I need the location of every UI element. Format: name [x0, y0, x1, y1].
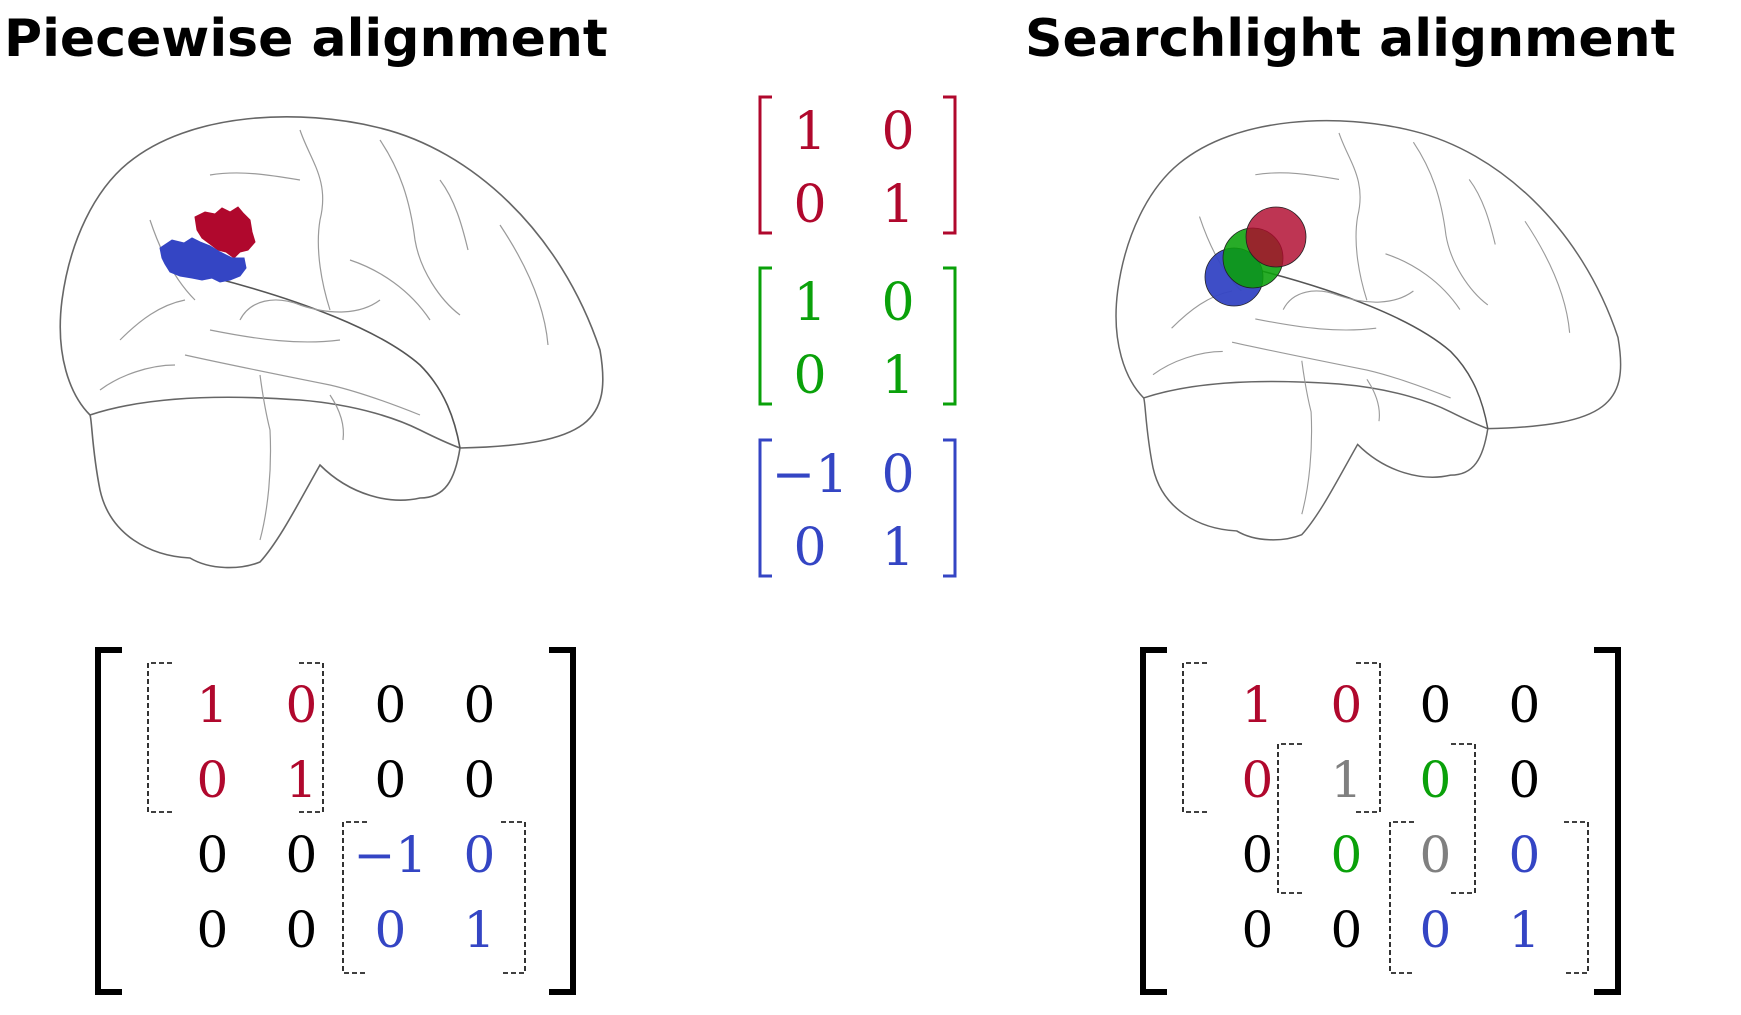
- searchlight-spheres: [1204, 206, 1307, 307]
- matrix-cell: 0: [1508, 826, 1540, 884]
- matrix-cell: 0: [196, 751, 228, 809]
- block-bracket: [1564, 821, 1589, 974]
- block-bracket: [299, 662, 324, 813]
- piecewise-title: Piecewise alignment: [4, 9, 608, 69]
- matrix-cell: 0: [1419, 676, 1451, 734]
- matrix-cell: 1: [285, 751, 317, 809]
- right-bracket: [1594, 647, 1621, 995]
- matrix-cell: 0: [463, 676, 495, 734]
- matrix-cell: 0: [793, 518, 826, 578]
- block-bracket: [1277, 743, 1302, 894]
- left-bracket: [758, 266, 772, 406]
- matrix-cell: 0: [463, 826, 495, 884]
- left-bracket: [758, 438, 772, 578]
- right-bracket: [943, 438, 957, 578]
- piecewise-brain: [59, 116, 604, 569]
- block-bracket: [501, 821, 526, 974]
- matrix-cell: 0: [1241, 751, 1273, 809]
- matrix-cell: 1: [881, 346, 914, 406]
- red-searchlight-sphere: [1245, 206, 1307, 268]
- matrix-cell: 1: [1330, 751, 1362, 809]
- matrix-cell: 0: [196, 901, 228, 959]
- matrix-cell: 1: [463, 901, 495, 959]
- matrix-cell: 0: [1330, 676, 1362, 734]
- left-bracket: [1140, 647, 1167, 995]
- matrix-cell: 0: [881, 102, 914, 162]
- matrix-cell: 1: [793, 273, 826, 333]
- left-bracket: [95, 647, 122, 995]
- block-bracket: [1451, 743, 1476, 894]
- matrix-cell: 1: [793, 102, 826, 162]
- matrix-cell: 0: [374, 751, 406, 809]
- matrix-cell: 0: [285, 826, 317, 884]
- matrix-cell: 0: [196, 826, 228, 884]
- matrix-cell: 0: [285, 676, 317, 734]
- matrix-cell: −1: [772, 445, 849, 505]
- matrix-cell: 0: [1330, 826, 1362, 884]
- right-bracket: [549, 647, 576, 995]
- matrix-cell: −1: [354, 826, 428, 884]
- red-parcel: [194, 206, 256, 259]
- right-bracket: [943, 266, 957, 406]
- matrix-cell: 0: [1508, 751, 1540, 809]
- left-bracket: [758, 95, 772, 235]
- matrix-cell: 0: [1419, 901, 1451, 959]
- matrix-cell: 0: [793, 175, 826, 235]
- block-bracket: [1389, 821, 1414, 974]
- block-bracket: [147, 662, 172, 813]
- matrix-cell: 0: [1419, 751, 1451, 809]
- matrix-cell: 0: [881, 273, 914, 333]
- matrix-cell: 0: [1241, 826, 1273, 884]
- matrix-cell: 0: [374, 676, 406, 734]
- matrix-cell: 1: [196, 676, 228, 734]
- matrix-cell: 0: [1508, 676, 1540, 734]
- blue-parcel: [159, 237, 247, 283]
- matrix-cell: 0: [881, 445, 914, 505]
- matrix-cell: 0: [285, 901, 317, 959]
- matrix-cell: 0: [793, 346, 826, 406]
- matrix-cell: 1: [1508, 901, 1540, 959]
- matrix-cell: 0: [1419, 826, 1451, 884]
- block-bracket: [1182, 662, 1207, 813]
- searchlight-title: Searchlight alignment: [1025, 9, 1676, 69]
- matrix-cell: 1: [881, 175, 914, 235]
- matrix-cell: 0: [374, 901, 406, 959]
- block-bracket: [1356, 662, 1381, 813]
- matrix-cell: 1: [881, 518, 914, 578]
- matrix-cell: 0: [1330, 901, 1362, 959]
- searchlight-brain: [1115, 119, 1622, 541]
- matrix-cell: 1: [1241, 676, 1273, 734]
- block-bracket: [342, 821, 367, 974]
- right-bracket: [943, 95, 957, 235]
- matrix-cell: 0: [1241, 901, 1273, 959]
- matrix-cell: 0: [463, 751, 495, 809]
